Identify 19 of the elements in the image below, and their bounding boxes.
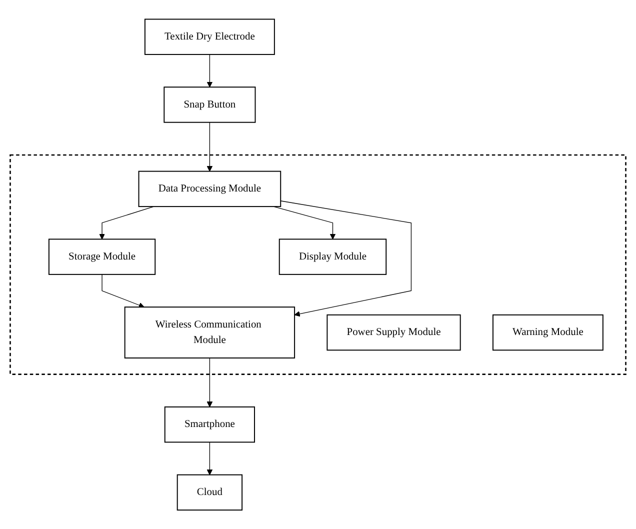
- arrow: [99, 206, 154, 240]
- node-box: Display Module: [278, 238, 387, 275]
- node-box: Wireless Communication Module: [124, 306, 296, 358]
- arrow: [206, 358, 213, 408]
- node-box: Snap Button: [164, 86, 256, 123]
- node-box: Power Supply Module: [326, 314, 461, 350]
- node-box: Storage Module: [48, 238, 156, 275]
- node-box: Warning Module: [492, 314, 604, 350]
- arrow: [206, 122, 213, 172]
- arrow: [273, 206, 336, 240]
- arrow: [206, 54, 213, 88]
- cluster: [10, 154, 626, 375]
- node-box: Data Processing Module: [138, 170, 282, 207]
- node-box: Cloud: [176, 474, 243, 510]
- node-box: Textile Dry Electrode: [144, 18, 275, 55]
- arrow: [280, 200, 412, 317]
- arrow: [102, 274, 144, 308]
- arrow: [206, 442, 213, 475]
- node-box: Smartphone: [164, 406, 255, 443]
